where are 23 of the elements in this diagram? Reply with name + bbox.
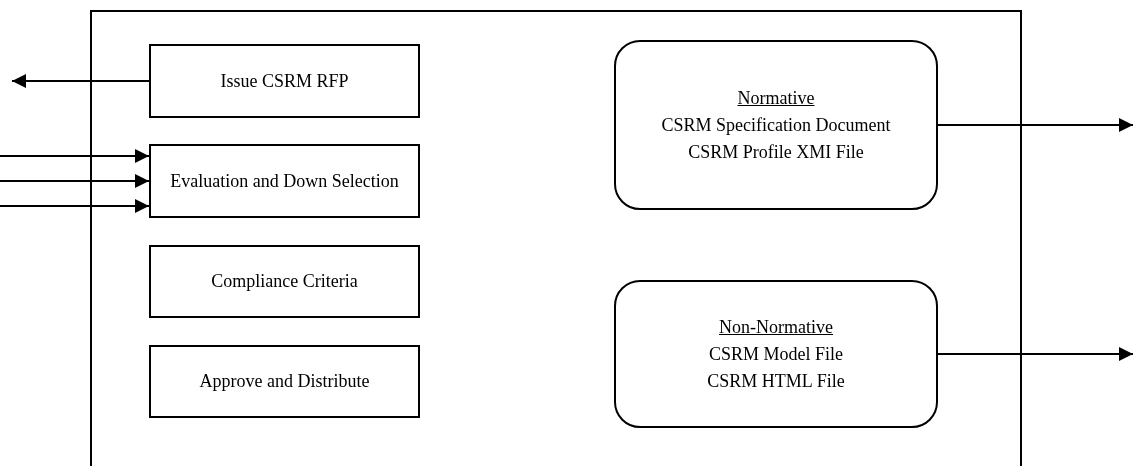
process-box [149, 245, 420, 318]
section-heading: Non-Normative [719, 315, 833, 339]
document-item: CSRM Profile XMI File [688, 140, 864, 164]
step-label: Evaluation and Down Selection [170, 169, 399, 193]
arrow [0, 174, 150, 188]
document-item: CSRM Specification Document [661, 113, 891, 137]
document-item: CSRM Model File [709, 342, 843, 366]
arrow [11, 74, 150, 88]
step-label: Compliance Criteria [211, 270, 358, 293]
process-box [149, 144, 420, 218]
document-box [614, 280, 938, 428]
section-heading: Normative [737, 86, 815, 110]
process-box [149, 44, 420, 118]
arrow [937, 118, 1133, 132]
document-box [614, 40, 938, 210]
step-label: Issue CSRM RFP [220, 69, 349, 93]
arrow [0, 149, 150, 163]
frame-box [90, 10, 1022, 466]
process-box [149, 345, 420, 418]
arrow [0, 199, 150, 213]
arrow [937, 347, 1133, 361]
step-label: Approve and Distribute [199, 370, 370, 393]
document-item: CSRM HTML File [707, 369, 845, 393]
